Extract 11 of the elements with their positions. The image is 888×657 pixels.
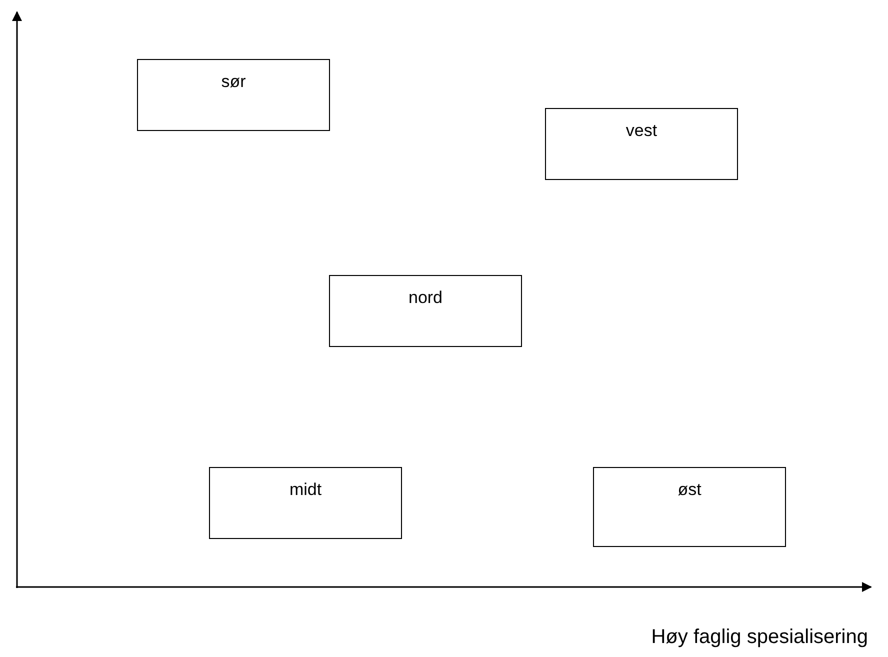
axis-title: Høy faglig spesialisering xyxy=(651,626,868,649)
category-box xyxy=(593,467,786,547)
category-box xyxy=(329,275,522,347)
box-label: nord xyxy=(408,288,443,307)
category-box xyxy=(209,467,402,539)
box-label: vest xyxy=(626,121,658,140)
box-label: øst xyxy=(678,480,702,499)
category-box xyxy=(137,59,330,131)
category-box xyxy=(545,108,738,180)
box-label: midt xyxy=(289,480,322,499)
box-label: sør xyxy=(221,72,246,91)
